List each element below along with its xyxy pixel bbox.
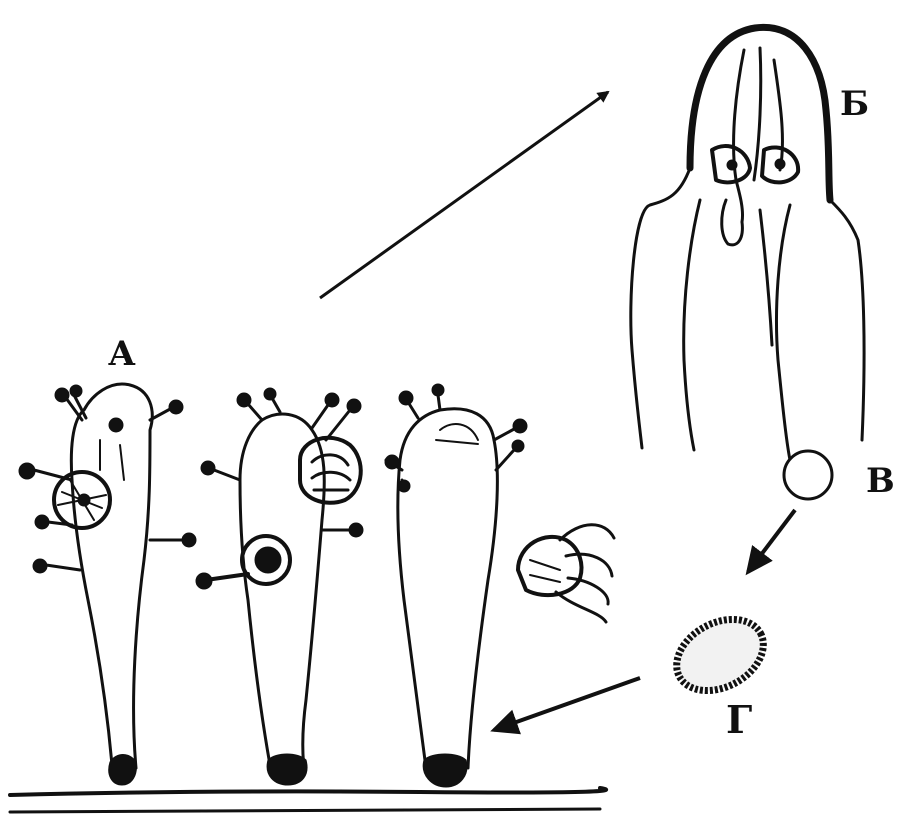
hydroid-polyp-icon [196,388,363,785]
planula-larva-icon [664,605,775,705]
label-g: Г [726,697,752,742]
substrate [10,788,606,812]
polyp-colony [19,384,614,787]
arrow-icon [320,92,608,298]
label-a: А [108,334,136,374]
egg-cell-icon [784,451,832,499]
medusa-icon [518,525,614,622]
arrow-icon [494,678,640,730]
label-b: Б [840,84,869,124]
hydroid-polyp-icon [19,384,196,785]
arrow-icon [748,510,795,572]
medusa-icon [631,27,864,460]
label-v: В [866,461,895,501]
